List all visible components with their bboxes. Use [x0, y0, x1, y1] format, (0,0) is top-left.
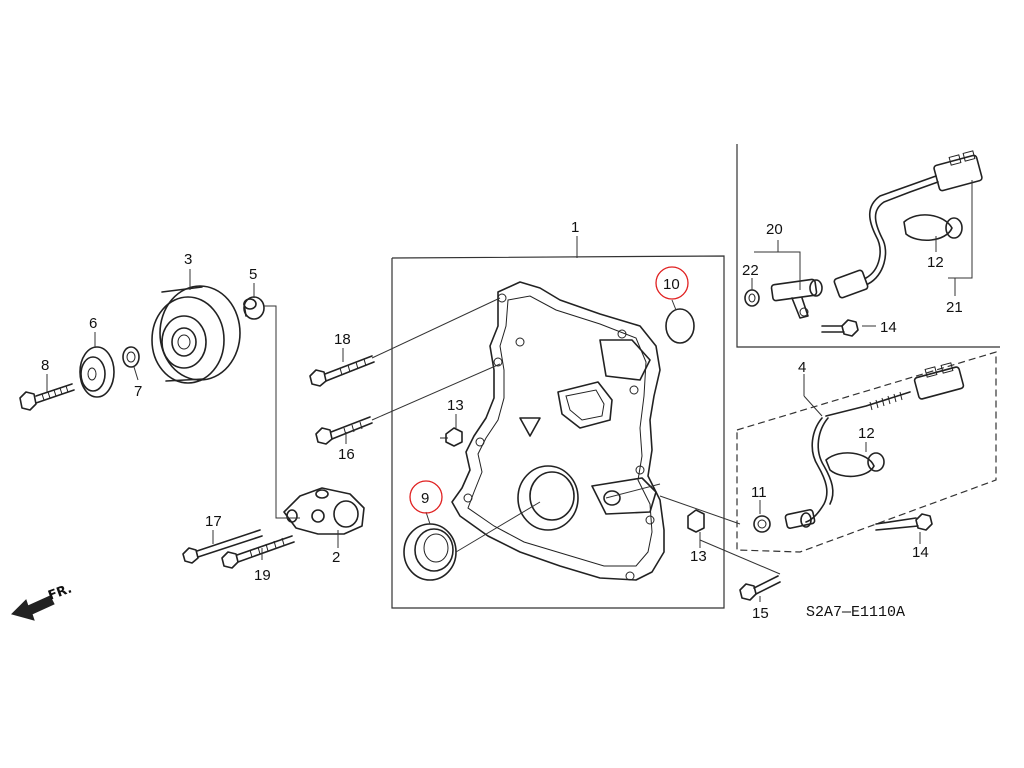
highlight-circle-9: [409, 480, 443, 514]
bolt-part-17: [182, 529, 263, 564]
callout-labels: 1 2 3 4 5 6 7 8 9 10 11 12 12 13 13 14 1…: [41, 219, 963, 622]
callout-11: 11: [751, 484, 767, 501]
arrow-left-icon: [11, 595, 55, 621]
callout-17: 17: [205, 513, 222, 530]
callout-6: 6: [89, 315, 97, 332]
callout-14-lower: 14: [912, 544, 929, 561]
diagram-code: S2A7—E1110A: [806, 604, 905, 621]
callout-13-right: 13: [690, 548, 707, 565]
bolt-part-15: [739, 575, 781, 601]
o-ring-part-10: [665, 308, 695, 344]
washer-part-7: [122, 346, 140, 368]
cam-sensor-part-20: [770, 278, 823, 319]
crank-sensor-part-4: [784, 362, 965, 529]
callout-5: 5: [249, 266, 257, 283]
callout-21: 21: [946, 299, 963, 316]
callout-3: 3: [184, 251, 192, 268]
bolt-part-18: [309, 355, 375, 387]
callout-16: 16: [338, 446, 355, 463]
callout-12-lower: 12: [858, 425, 875, 442]
bolt-part-14-upper: [821, 319, 859, 337]
front-direction-label: FR.: [46, 581, 74, 603]
o-ring-part-22: [744, 289, 760, 307]
highlight-circle-10: [655, 266, 689, 300]
callout-15: 15: [752, 605, 769, 622]
sensor-clip-part-12-lower: [825, 452, 885, 478]
sensor-clip-part-12-upper: [903, 214, 963, 241]
callout-1: 1: [571, 219, 579, 236]
callout-10: 10: [663, 276, 680, 293]
callout-7: 7: [134, 383, 142, 400]
front-direction-arrow: FR.: [11, 581, 74, 621]
callout-22: 22: [742, 262, 759, 279]
idler-pulley-part-3: [151, 285, 241, 384]
bolt-part-19: [221, 535, 295, 569]
cam-sensor-frame: [736, 144, 1000, 348]
callout-8: 8: [41, 357, 49, 374]
o-ring-part-11: [753, 515, 771, 533]
callout-12-upper: 12: [927, 254, 944, 271]
callout-2: 2: [332, 549, 340, 566]
cam-sensor-harness-part-21: [833, 150, 983, 299]
callout-14-upper: 14: [880, 319, 897, 336]
leader-lines: [46, 180, 973, 602]
callout-20: 20: [766, 221, 783, 238]
bolt-part-14-lower: [875, 513, 933, 531]
callout-13-left: 13: [447, 397, 464, 414]
timing-chain-case-part-1: [451, 281, 665, 581]
tensioner-bracket-part-2: [283, 487, 365, 535]
bolt-part-16: [315, 416, 373, 445]
callout-9: 9: [421, 490, 429, 507]
dowel-pin-part-13-left: [440, 427, 463, 447]
callout-18: 18: [334, 331, 351, 348]
dowel-pin-part-13-right: [687, 509, 705, 533]
oil-seal-part-9: [403, 523, 457, 581]
callout-19: 19: [254, 567, 271, 584]
callout-4: 4: [798, 359, 806, 376]
pulley-cap-part-5: [243, 296, 265, 320]
crank-sensor-frame: [736, 351, 997, 553]
bolt-part-8: [19, 383, 75, 411]
pulley-flange-part-6: [79, 346, 115, 398]
timing-cover-group-frame: [391, 255, 725, 609]
